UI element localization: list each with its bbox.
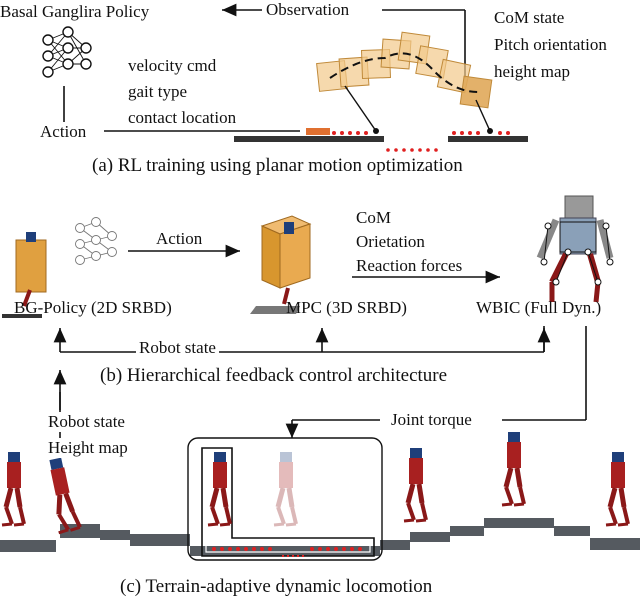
action-label: Action [40,122,87,141]
mpc-label: MPC (3D SRBD) [286,298,407,317]
neural-network-icon [42,26,92,78]
terrain [0,518,640,556]
input-robot-state: Robot state [46,412,127,432]
panel-a-graphics [42,3,528,152]
signal-reaction-forces: Reaction forces [356,256,463,275]
joint-torque-label: Joint torque [388,410,475,430]
input-height-map: Height map [46,438,130,458]
wbic-label: WBIC (Full Dyn.) [476,298,602,317]
observation-label: Observation [266,0,350,19]
obs-item-com: CoM state [494,8,565,27]
action-item-contact: contact location [128,108,237,127]
caption-b: (b) Hierarchical feedback control archit… [100,365,448,386]
action-item-gait: gait type [128,82,188,101]
panel-b-graphics [2,195,614,353]
wbic-robot-figure [536,195,614,303]
action-item-velocity: velocity cmd [128,56,217,75]
signal-orientation: Orietation [356,232,425,251]
caption-a: (a) RL training using planar motion opti… [92,155,463,176]
policy-label: Basal Ganglira Policy [0,2,150,21]
bg-policy-label: BG-Policy (2D SRBD) [14,298,172,317]
action-label-b: Action [156,229,203,248]
obs-item-heightmap: height map [494,62,571,81]
contact-dots [332,131,510,152]
caption-c: (c) Terrain-adaptive dynamic locomotion [120,576,433,597]
signal-com: CoM [356,208,391,227]
robot-state-label: Robot state [136,338,219,358]
obs-item-pitch: Pitch orientation [494,35,607,54]
